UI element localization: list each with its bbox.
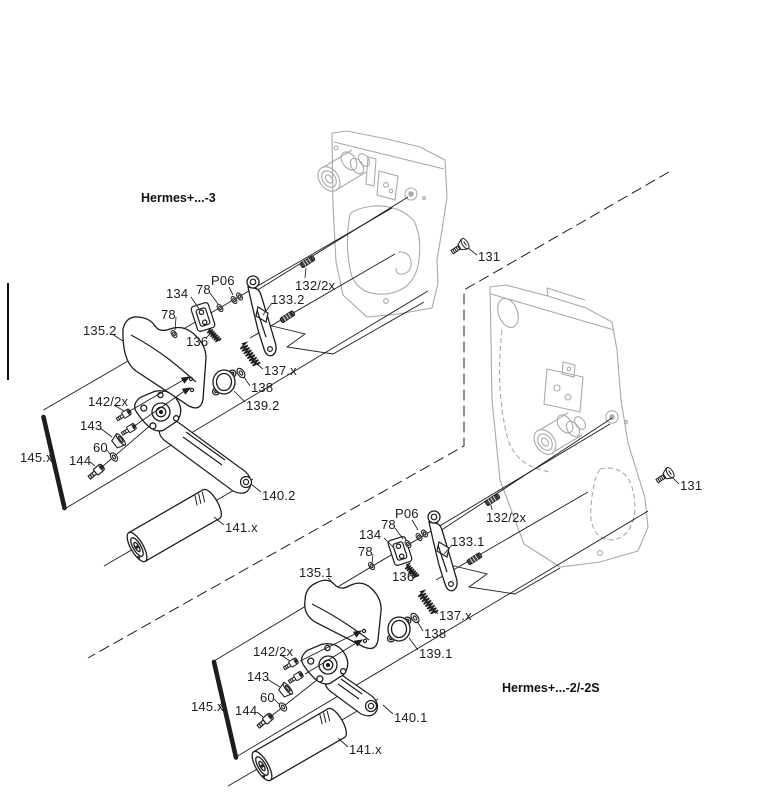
part-label-78: 78 [196,282,211,297]
part-label-137-x: 137.x [439,608,472,623]
part-label-78: 78 [161,307,176,322]
screw-131 [448,236,472,258]
label-leader-lines [47,247,680,748]
part-label-145-x: 145.x [191,699,224,714]
bracket-134 [189,301,217,333]
part-label-141-x: 141.x [225,520,258,535]
part-label-145-x: 145.x [20,450,53,465]
screw-131 [653,465,677,487]
part-label-132-2x: 132/2x [295,278,336,293]
part-label-138: 138 [251,380,274,395]
figure-title-hermes2-2s: Hermes+...-2/-2S [502,681,600,695]
axis-lines-hermes3 [43,196,429,567]
part-label-135-2: 135.2 [83,323,117,338]
part-label-140-1: 140.1 [394,710,428,725]
part-label-133-1: 133.1 [451,534,485,549]
assembly-hermes2 [211,465,677,785]
cover-135-2 [122,316,207,409]
variant-separator-dashed-line [87,171,670,659]
lever-133-2 [246,275,277,357]
part-label-133-2: 133.2 [271,292,305,307]
part-label-139-2: 139.2 [246,398,280,413]
shaft-145x [41,414,67,511]
part-label-60: 60 [260,690,275,705]
part-label-132-2x: 132/2x [486,510,527,525]
cover-135-1 [304,579,382,650]
eccentric-ring-139-1 [386,616,412,643]
part-label-135-1: 135.1 [299,565,333,580]
part-label-144: 144 [69,453,92,468]
shaft-145x [211,659,239,760]
part-label-136: 136 [186,334,209,349]
part-label-78: 78 [381,517,396,532]
screw-142-a [281,656,300,672]
part-label-131: 131 [680,478,703,493]
washer-78-a [215,302,225,314]
bushing-143 [276,680,295,700]
part-label-136: 136 [392,569,415,584]
screw-142-b [119,422,138,438]
part-label-134: 134 [359,527,382,542]
part-label-134: 134 [166,286,189,301]
axis-lines-hermes2 [213,417,649,787]
part-label-144: 144 [235,703,258,718]
part-label-140-2: 140.2 [262,488,296,503]
part-label-139-1: 139.1 [419,646,453,661]
revision-change-bar [7,283,9,380]
lever-133-1 [427,510,458,592]
figure-title-hermes3: Hermes+...-3 [141,191,216,205]
washer-78-b [366,560,377,572]
eccentric-ring-139-2 [211,369,237,396]
part-label-141-x: 141.x [349,742,382,757]
part-label-p06: P06 [211,273,235,288]
part-label-131: 131 [478,249,501,264]
mounting-arrows [127,376,364,675]
screw-142-b [286,670,305,686]
part-label-78: 78 [358,544,373,559]
part-label-143: 143 [80,418,103,433]
washer-138 [234,366,248,380]
part-label-138: 138 [424,626,447,641]
bracket-134 [386,535,414,567]
washer-60 [277,700,289,714]
machine-frame-hermes2 [489,284,649,568]
assembly-hermes3 [41,236,472,566]
part-label-142-2x: 142/2x [88,394,129,409]
screw-132-b [279,309,296,324]
machine-frame-hermes3 [317,130,448,318]
part-label-143: 143 [247,669,270,684]
spring-137x [237,340,262,369]
part-label-142-2x: 142/2x [253,644,294,659]
part-label-p06: P06 [395,506,419,521]
part-label-137-x: 137.x [264,363,297,378]
roller-arm-140-2 [158,415,253,494]
screw-132-a [484,492,501,507]
screw-144 [255,711,275,731]
roller-141x [122,485,226,566]
screw-132-b [466,551,483,566]
roller-arm-140-1 [324,669,379,717]
part-label-60: 60 [93,440,108,455]
